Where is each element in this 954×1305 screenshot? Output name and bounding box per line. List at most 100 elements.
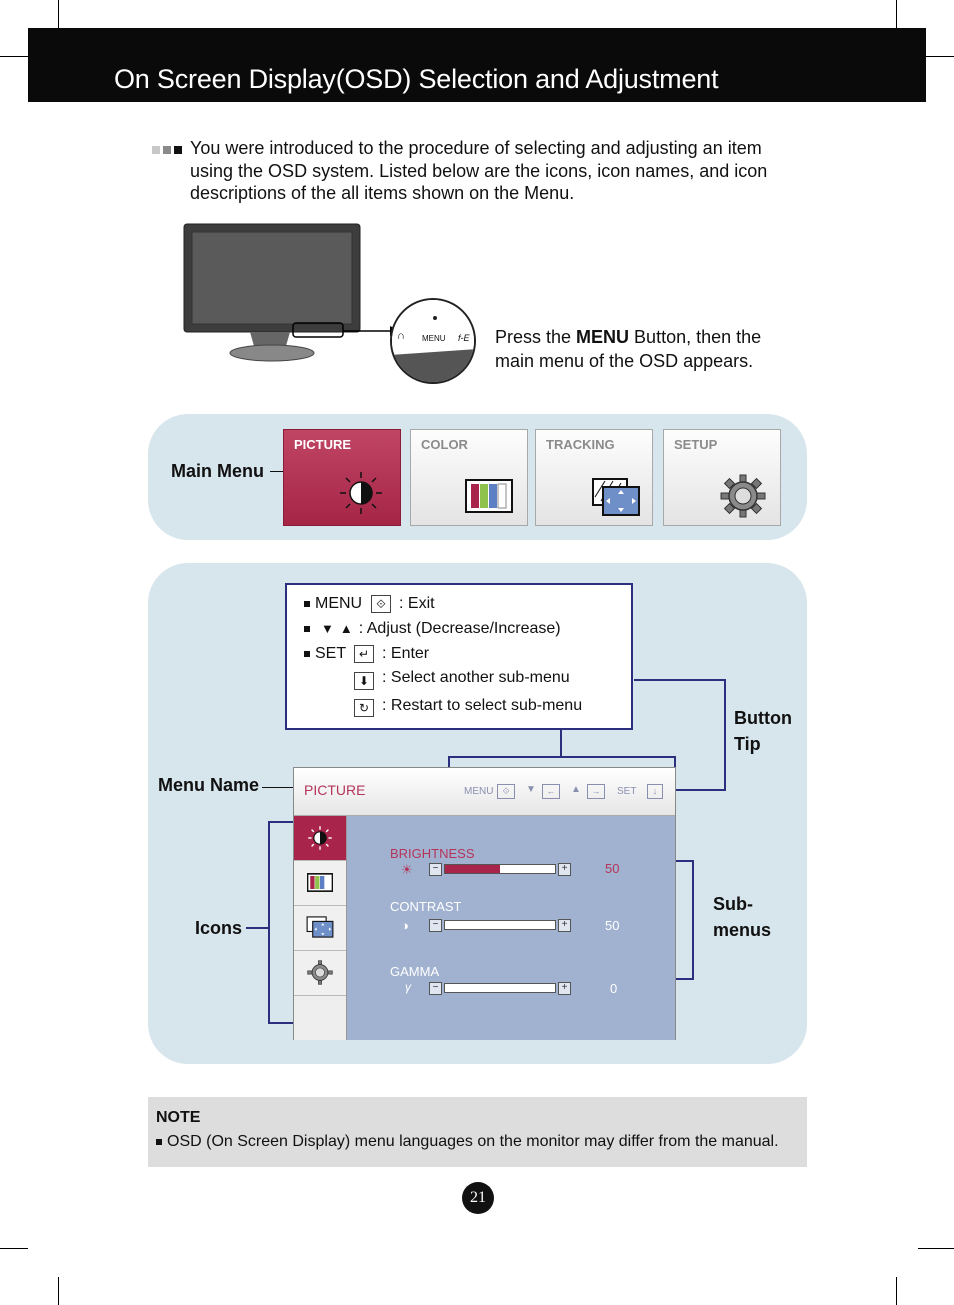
up-arrow-icon: ▲ bbox=[571, 784, 581, 795]
crop-mark bbox=[0, 56, 28, 57]
enter-key-icon: ↓ bbox=[647, 784, 663, 799]
gear-icon bbox=[720, 474, 766, 518]
right-key-icon: → bbox=[587, 784, 605, 799]
monitor-illustration bbox=[183, 223, 400, 362]
page-title: On Screen Display(OSD) Selection and Adj… bbox=[114, 64, 719, 94]
brightness-icon: ☀ bbox=[401, 862, 413, 877]
connector-line bbox=[560, 730, 562, 757]
tip-set-line: SET bbox=[304, 645, 346, 663]
brightness-slider[interactable]: − + bbox=[429, 863, 571, 876]
osd-header: PICTURE MENU ⟐ ▼ ← ▲ → SET ↓ bbox=[294, 768, 675, 816]
menu-button-label: MENU bbox=[422, 334, 446, 343]
tab-tracking[interactable]: TRACKING bbox=[535, 429, 653, 526]
down-arrow-icon: ▼ bbox=[526, 784, 536, 795]
press-menu-instruction: Press the MENU Button, then the main men… bbox=[495, 325, 795, 373]
button-tip-label-line2: Tip bbox=[734, 734, 761, 754]
submenus-bracket bbox=[676, 978, 694, 980]
enter-key-icon: ↵ bbox=[354, 645, 374, 663]
main-menu-label: Main Menu bbox=[171, 461, 264, 481]
crop-mark bbox=[896, 0, 897, 28]
tracking-icon bbox=[592, 478, 640, 516]
osd-icon-setup[interactable] bbox=[294, 951, 346, 996]
color-bars-icon bbox=[307, 873, 333, 892]
submenus-bracket bbox=[676, 860, 694, 862]
page-number: 21 bbox=[462, 1182, 494, 1214]
slider-fill bbox=[445, 984, 500, 992]
osd-icon-color[interactable] bbox=[294, 861, 346, 906]
icons-bracket bbox=[268, 821, 270, 1024]
increase-icon[interactable]: + bbox=[558, 982, 571, 995]
crop-mark bbox=[896, 1277, 897, 1305]
press-pre: Press the bbox=[495, 327, 577, 347]
note-text: OSD (On Screen Display) menu languages o… bbox=[156, 1133, 779, 1151]
decrease-icon[interactable]: − bbox=[429, 982, 442, 995]
contrast-value: 50 bbox=[605, 918, 620, 933]
submenu-contrast-name: CONTRAST bbox=[390, 899, 462, 914]
osd-menu-title: PICTURE bbox=[304, 782, 366, 798]
bullet-square bbox=[152, 146, 160, 154]
power-button-label: ∩ bbox=[397, 330, 405, 342]
exit-key-icon: ⟐ bbox=[497, 784, 515, 799]
contrast-icon: ◑ bbox=[401, 918, 409, 933]
osd-icon-column bbox=[294, 816, 347, 1040]
connector-line bbox=[676, 789, 726, 791]
tab-label: PICTURE bbox=[294, 437, 352, 452]
bullet-square bbox=[163, 146, 171, 154]
tab-picture[interactable]: PICTURE bbox=[283, 429, 401, 526]
slider-fill bbox=[445, 865, 500, 873]
tab-label: COLOR bbox=[421, 437, 468, 452]
tip-adjust-desc: : Adjust (Decrease/Increase) bbox=[358, 620, 561, 637]
osd-tip-set: SET bbox=[617, 786, 637, 797]
select-down-key-icon: ⬇ bbox=[354, 672, 374, 690]
menu-name-label: Menu Name bbox=[158, 775, 260, 795]
slider-track bbox=[444, 920, 556, 930]
gamma-slider[interactable]: − + bbox=[429, 982, 571, 995]
tip-select-desc: : Select another sub-menu bbox=[382, 669, 570, 686]
osd-icon-picture[interactable] bbox=[294, 816, 346, 861]
button-tip-box: MENU ⟐ : Exit ▼▲: Adjust (Decrease/Incre… bbox=[285, 583, 633, 730]
fe-button-label: f-E bbox=[458, 333, 470, 343]
tab-label: TRACKING bbox=[546, 437, 615, 452]
down-arrow-icon: ▼ bbox=[321, 621, 334, 636]
connector-line bbox=[634, 679, 725, 681]
left-key-icon: ← bbox=[542, 784, 560, 799]
tab-color[interactable]: COLOR bbox=[410, 429, 528, 526]
decrease-icon[interactable]: − bbox=[429, 863, 442, 876]
increase-icon[interactable]: + bbox=[558, 919, 571, 932]
button-tip-label-line1: Button bbox=[734, 708, 792, 728]
osd-submenu-area: BRIGHTNESS ☀ − + 50 CONTRAST ◑ − + 50 GA… bbox=[347, 816, 675, 1040]
crop-mark bbox=[58, 0, 59, 28]
bullet bbox=[304, 625, 310, 632]
button-zoom-circle: ∩ MENU f-E bbox=[390, 298, 476, 384]
osd-window: PICTURE MENU ⟐ ▼ ← ▲ → SET ↓ bbox=[293, 767, 676, 1040]
restart-key-icon: ↻ bbox=[354, 699, 374, 717]
increase-icon[interactable]: + bbox=[558, 863, 571, 876]
decrease-icon[interactable]: − bbox=[429, 919, 442, 932]
icons-bracket bbox=[268, 821, 293, 823]
tip-exit-desc: : Exit bbox=[399, 595, 435, 612]
tab-setup[interactable]: SETUP bbox=[663, 429, 781, 526]
tip-enter-desc: : Enter bbox=[382, 645, 430, 662]
submenus-label-line1: Sub- bbox=[713, 894, 753, 914]
up-arrow-icon: ▲ bbox=[339, 621, 353, 636]
icons-bracket bbox=[246, 927, 268, 929]
sun-icon bbox=[308, 826, 332, 850]
crop-mark bbox=[0, 1248, 28, 1249]
icons-bracket bbox=[268, 1022, 293, 1024]
crop-mark bbox=[926, 56, 954, 57]
bullet bbox=[304, 600, 310, 607]
power-led bbox=[433, 316, 437, 320]
gear-icon bbox=[307, 960, 333, 985]
osd-tip-menu: MENU bbox=[464, 786, 494, 797]
press-menu-bold: MENU bbox=[576, 327, 630, 347]
brightness-value: 50 bbox=[605, 861, 620, 876]
crop-mark bbox=[918, 1248, 954, 1249]
zoom-bezel bbox=[392, 348, 474, 382]
submenu-gamma-name: GAMMA bbox=[390, 964, 440, 979]
contrast-slider[interactable]: − + bbox=[429, 919, 571, 932]
bullet bbox=[304, 650, 310, 657]
press-post: Button, then the main menu of the OSD ap… bbox=[495, 327, 762, 371]
crop-mark bbox=[58, 1277, 59, 1305]
slider-fill bbox=[445, 921, 500, 929]
osd-icon-tracking[interactable] bbox=[294, 906, 346, 951]
